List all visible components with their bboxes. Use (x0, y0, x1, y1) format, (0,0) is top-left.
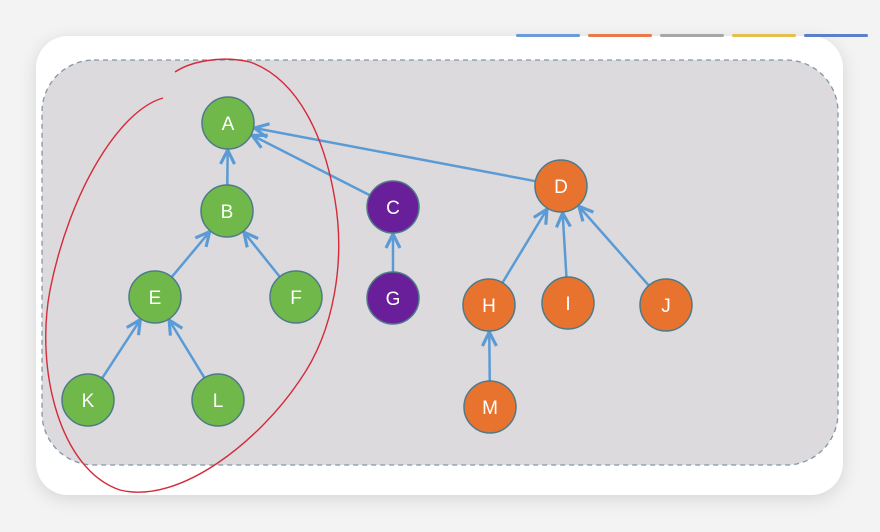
node-M: M (463, 380, 517, 434)
node-circle (201, 96, 255, 150)
node-label: D (554, 177, 568, 198)
node-J: J (639, 278, 693, 332)
edge-C-to-A (252, 135, 371, 197)
edge-E-to-B (170, 232, 210, 278)
node-label: C (386, 198, 400, 219)
node-circle (128, 270, 182, 324)
node-label: K (82, 391, 95, 412)
node-circle (366, 271, 420, 325)
color-tab-4 (804, 34, 868, 37)
edge-K-to-E (101, 320, 140, 379)
edge-F-to-B (244, 232, 281, 278)
node-L: L (191, 373, 245, 427)
edge-H-to-D (501, 209, 547, 284)
node-label: A (222, 114, 235, 135)
node-circle (639, 278, 693, 332)
node-circle (191, 373, 245, 427)
node-label: J (661, 296, 671, 317)
union-find-panel (41, 59, 839, 466)
node-label: M (482, 398, 498, 419)
edge-I-to-D (563, 213, 567, 278)
color-tabs (516, 34, 868, 37)
node-D: D (534, 159, 588, 213)
node-circle (61, 373, 115, 427)
color-tab-0 (516, 34, 580, 37)
node-label: B (221, 202, 234, 223)
edge-D-to-A (255, 128, 536, 183)
color-tab-3 (732, 34, 796, 37)
node-circle (541, 276, 595, 330)
node-C: C (366, 180, 420, 234)
node-circle (269, 270, 323, 324)
node-E: E (128, 270, 182, 324)
node-label: F (290, 288, 302, 309)
node-circle (200, 184, 254, 238)
color-tab-1 (588, 34, 652, 37)
node-circle (462, 278, 516, 332)
edge-L-to-E (169, 320, 206, 379)
node-H: H (462, 278, 516, 332)
node-label: G (386, 289, 401, 310)
node-I: I (541, 276, 595, 330)
node-B: B (200, 184, 254, 238)
node-label: E (149, 288, 162, 309)
node-F: F (269, 270, 323, 324)
node-K: K (61, 373, 115, 427)
node-label: L (213, 391, 224, 412)
node-circle (463, 380, 517, 434)
node-G: G (366, 271, 420, 325)
node-label: H (482, 296, 496, 317)
node-label: I (565, 294, 570, 315)
node-A: A (201, 96, 255, 150)
color-tab-2 (660, 34, 724, 37)
node-circle (366, 180, 420, 234)
node-circle (534, 159, 588, 213)
annotation-circle (45, 58, 340, 493)
edge-J-to-D (579, 206, 650, 287)
